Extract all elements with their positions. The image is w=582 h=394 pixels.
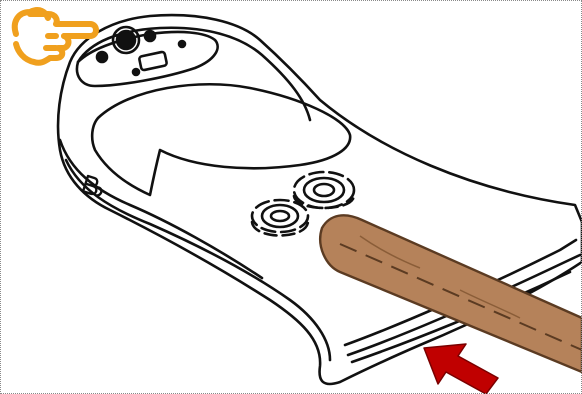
- power-button: [117, 31, 135, 49]
- left-button: [97, 52, 107, 62]
- right-button: [145, 31, 155, 41]
- indicator-dot-2: [179, 41, 185, 47]
- insert-direction-arrow-icon: [424, 344, 498, 394]
- indicator-dot-1: [133, 69, 139, 75]
